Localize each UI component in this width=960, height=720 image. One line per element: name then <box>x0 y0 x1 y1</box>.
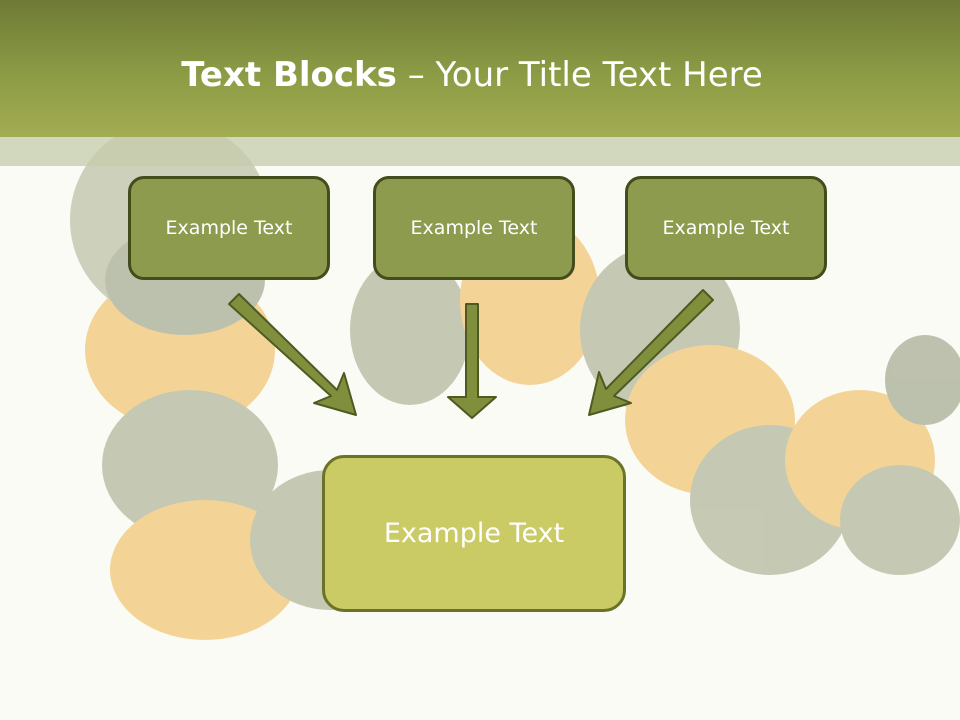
title-bold-text: Text Blocks <box>181 55 397 95</box>
title-rest-text: Your Title Text Here <box>435 55 763 95</box>
title-dash: – <box>396 55 436 95</box>
right-arrow <box>588 289 714 416</box>
center-arrow <box>447 303 497 419</box>
result-text-block-label: Example Text <box>383 518 565 549</box>
left-arrow <box>228 293 357 416</box>
text-block-1-label: Example Text <box>165 217 293 239</box>
result-text-block[interactable]: Example Text <box>322 455 626 612</box>
text-block-3-label: Example Text <box>662 217 790 239</box>
title-band <box>0 137 960 166</box>
text-block-2[interactable]: Example Text <box>373 176 575 280</box>
text-block-3[interactable]: Example Text <box>625 176 827 280</box>
title-bar <box>0 0 960 137</box>
text-block-2-label: Example Text <box>410 217 538 239</box>
text-block-1[interactable]: Example Text <box>128 176 330 280</box>
slide-title: Text Blocks – Your Title Text Here <box>0 52 944 98</box>
